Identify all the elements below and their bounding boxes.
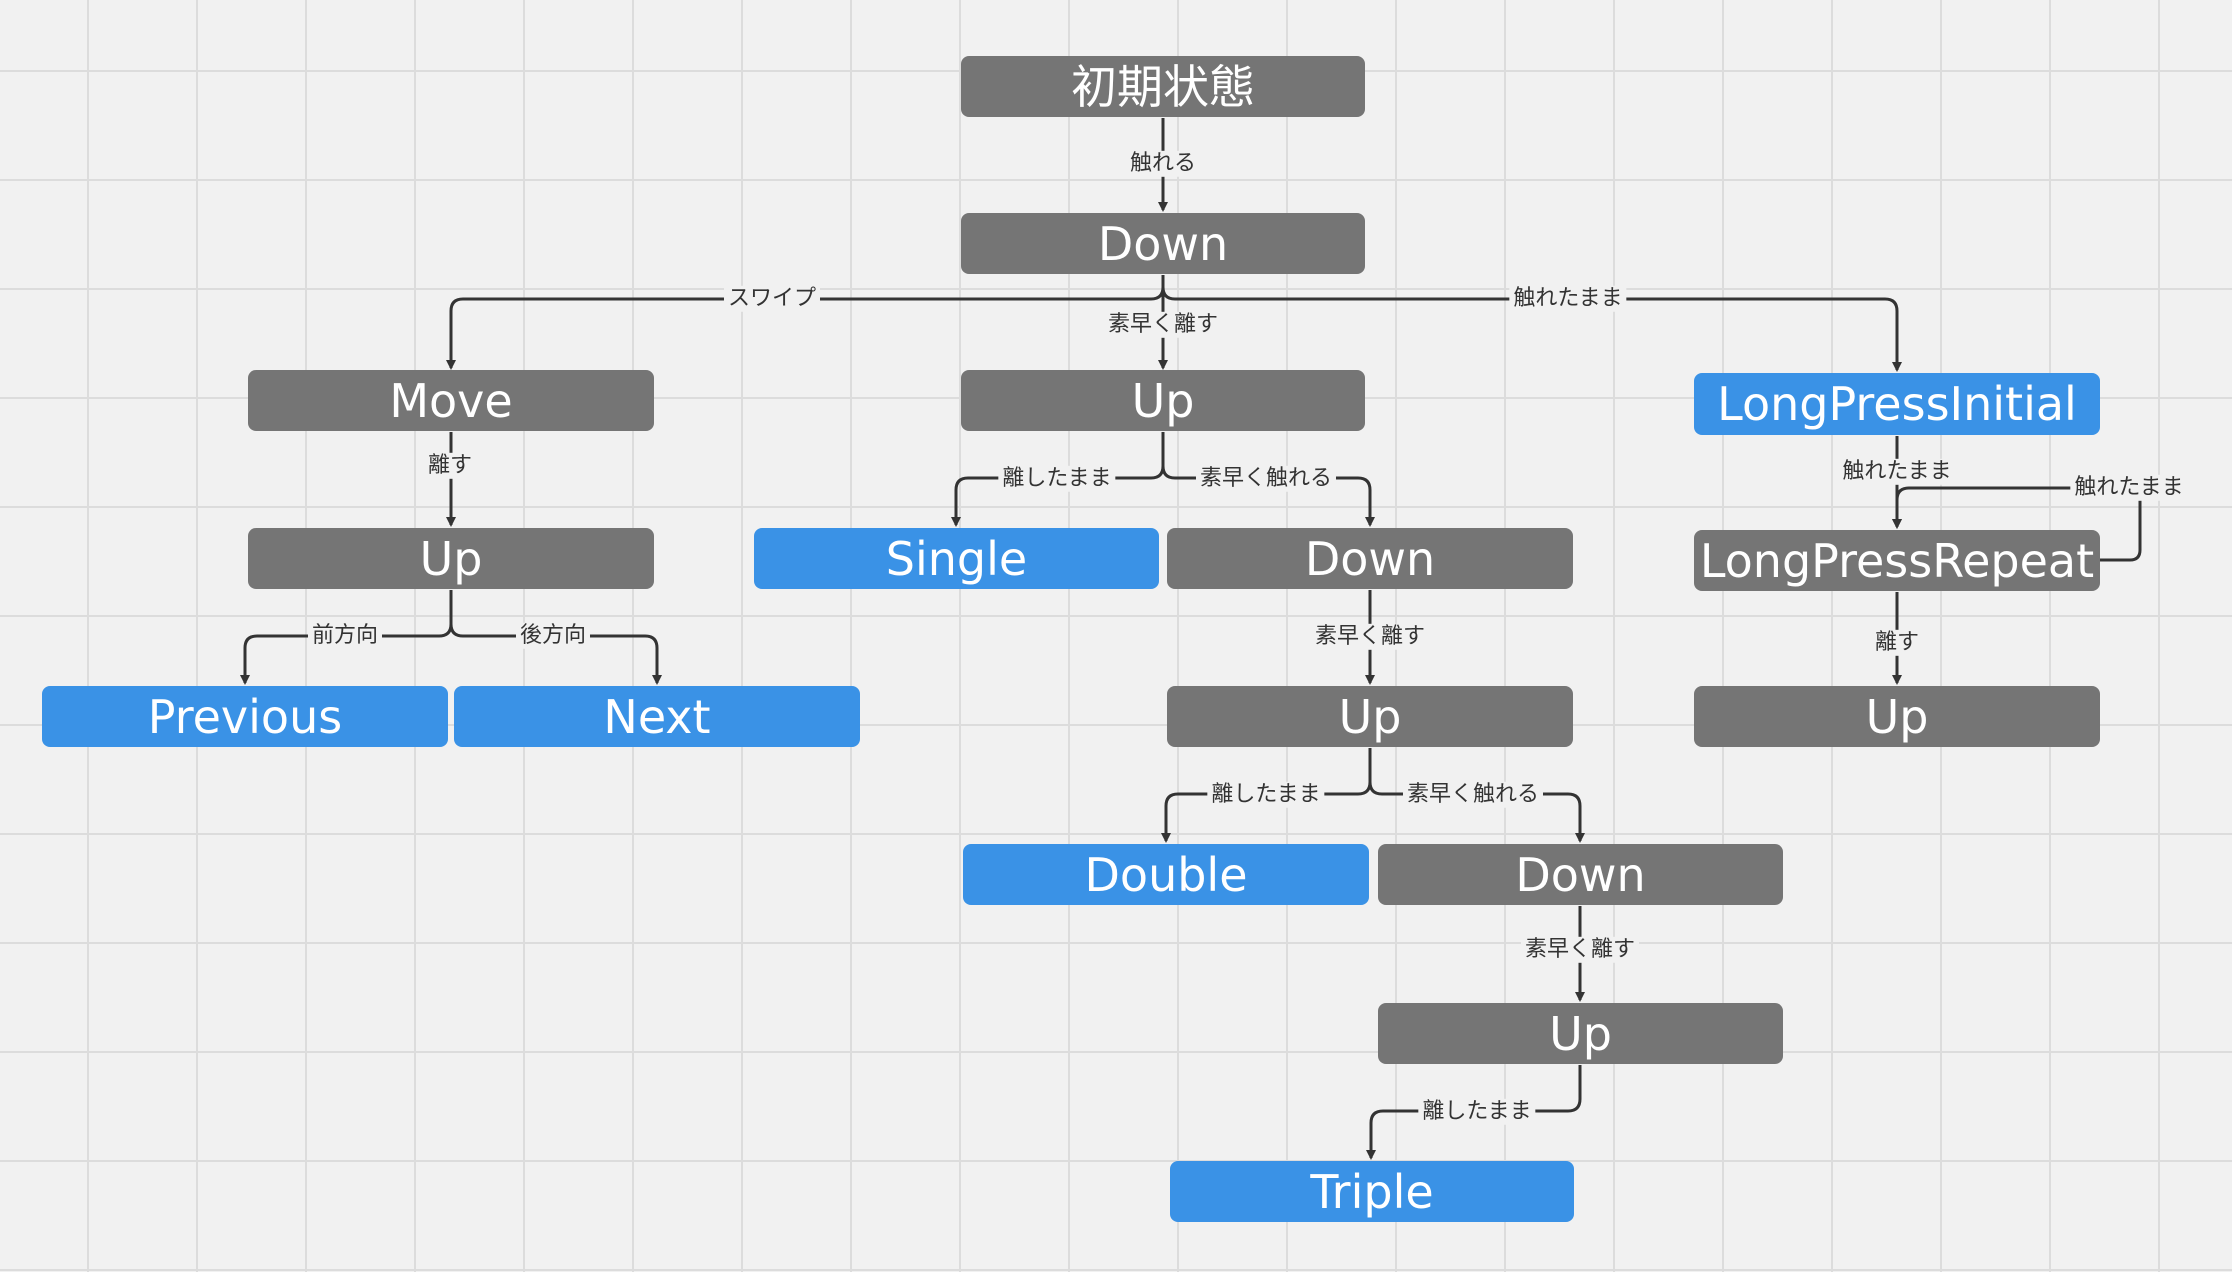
edge-label-backward: 後方向	[515, 622, 591, 650]
edge-keep-touching	[1161, 286, 1902, 372]
node-down-3: Down	[1378, 844, 1783, 905]
node-long-press-initial: LongPressInitial	[1694, 373, 2100, 435]
node-down: Down	[961, 213, 1365, 274]
edge-label-keep-touching-loop: 触れたまま	[2070, 474, 2188, 502]
edge-label-quick-release-1: 素早く離す	[1103, 311, 1223, 339]
edge-label-quick-release-2: 素早く離す	[1310, 623, 1430, 651]
edge-label-touch: 触れる	[1125, 150, 1201, 178]
edge-label-keep-released-1: 離したまま	[998, 465, 1116, 493]
edge-label-release-lp: 離す	[1870, 629, 1924, 657]
node-next: Next	[454, 686, 860, 747]
edge-label-keep-released-3: 離したまま	[1418, 1098, 1536, 1126]
edge-label-keep-released-2: 離したまま	[1207, 781, 1325, 809]
node-long-press-repeat: LongPressRepeat	[1694, 530, 2100, 591]
edge-label-quick-touch-2: 素早く触れる	[1402, 781, 1544, 809]
node-long-press-up: Up	[1694, 686, 2100, 747]
node-single: Single	[754, 528, 1159, 589]
edge-label-swipe: スワイプ	[723, 285, 821, 313]
node-previous: Previous	[42, 686, 448, 747]
edge-label-quick-release-3: 素早く離す	[1520, 936, 1640, 964]
node-triple: Triple	[1170, 1161, 1574, 1222]
edge-label-keep-touching-lp: 触れたまま	[1838, 458, 1956, 486]
node-initial-state: 初期状態	[961, 56, 1365, 117]
node-move-up: Up	[248, 528, 654, 589]
edge-label-keep-touching: 触れたまま	[1509, 285, 1627, 313]
edge-quick-touch-1	[1161, 465, 1375, 527]
node-up: Up	[961, 370, 1365, 431]
edge-quick-touch-2	[1368, 781, 1585, 843]
edge-label-quick-touch-1: 素早く触れる	[1195, 465, 1337, 493]
node-up-2: Up	[1167, 686, 1573, 747]
node-double: Double	[963, 844, 1369, 905]
edge-label-forward: 前方向	[307, 622, 383, 650]
node-down-2: Down	[1167, 528, 1573, 589]
edge-backward	[449, 623, 662, 685]
node-up-3: Up	[1378, 1003, 1783, 1064]
edge-label-release-move: 離す	[423, 452, 477, 480]
node-move: Move	[248, 370, 654, 431]
